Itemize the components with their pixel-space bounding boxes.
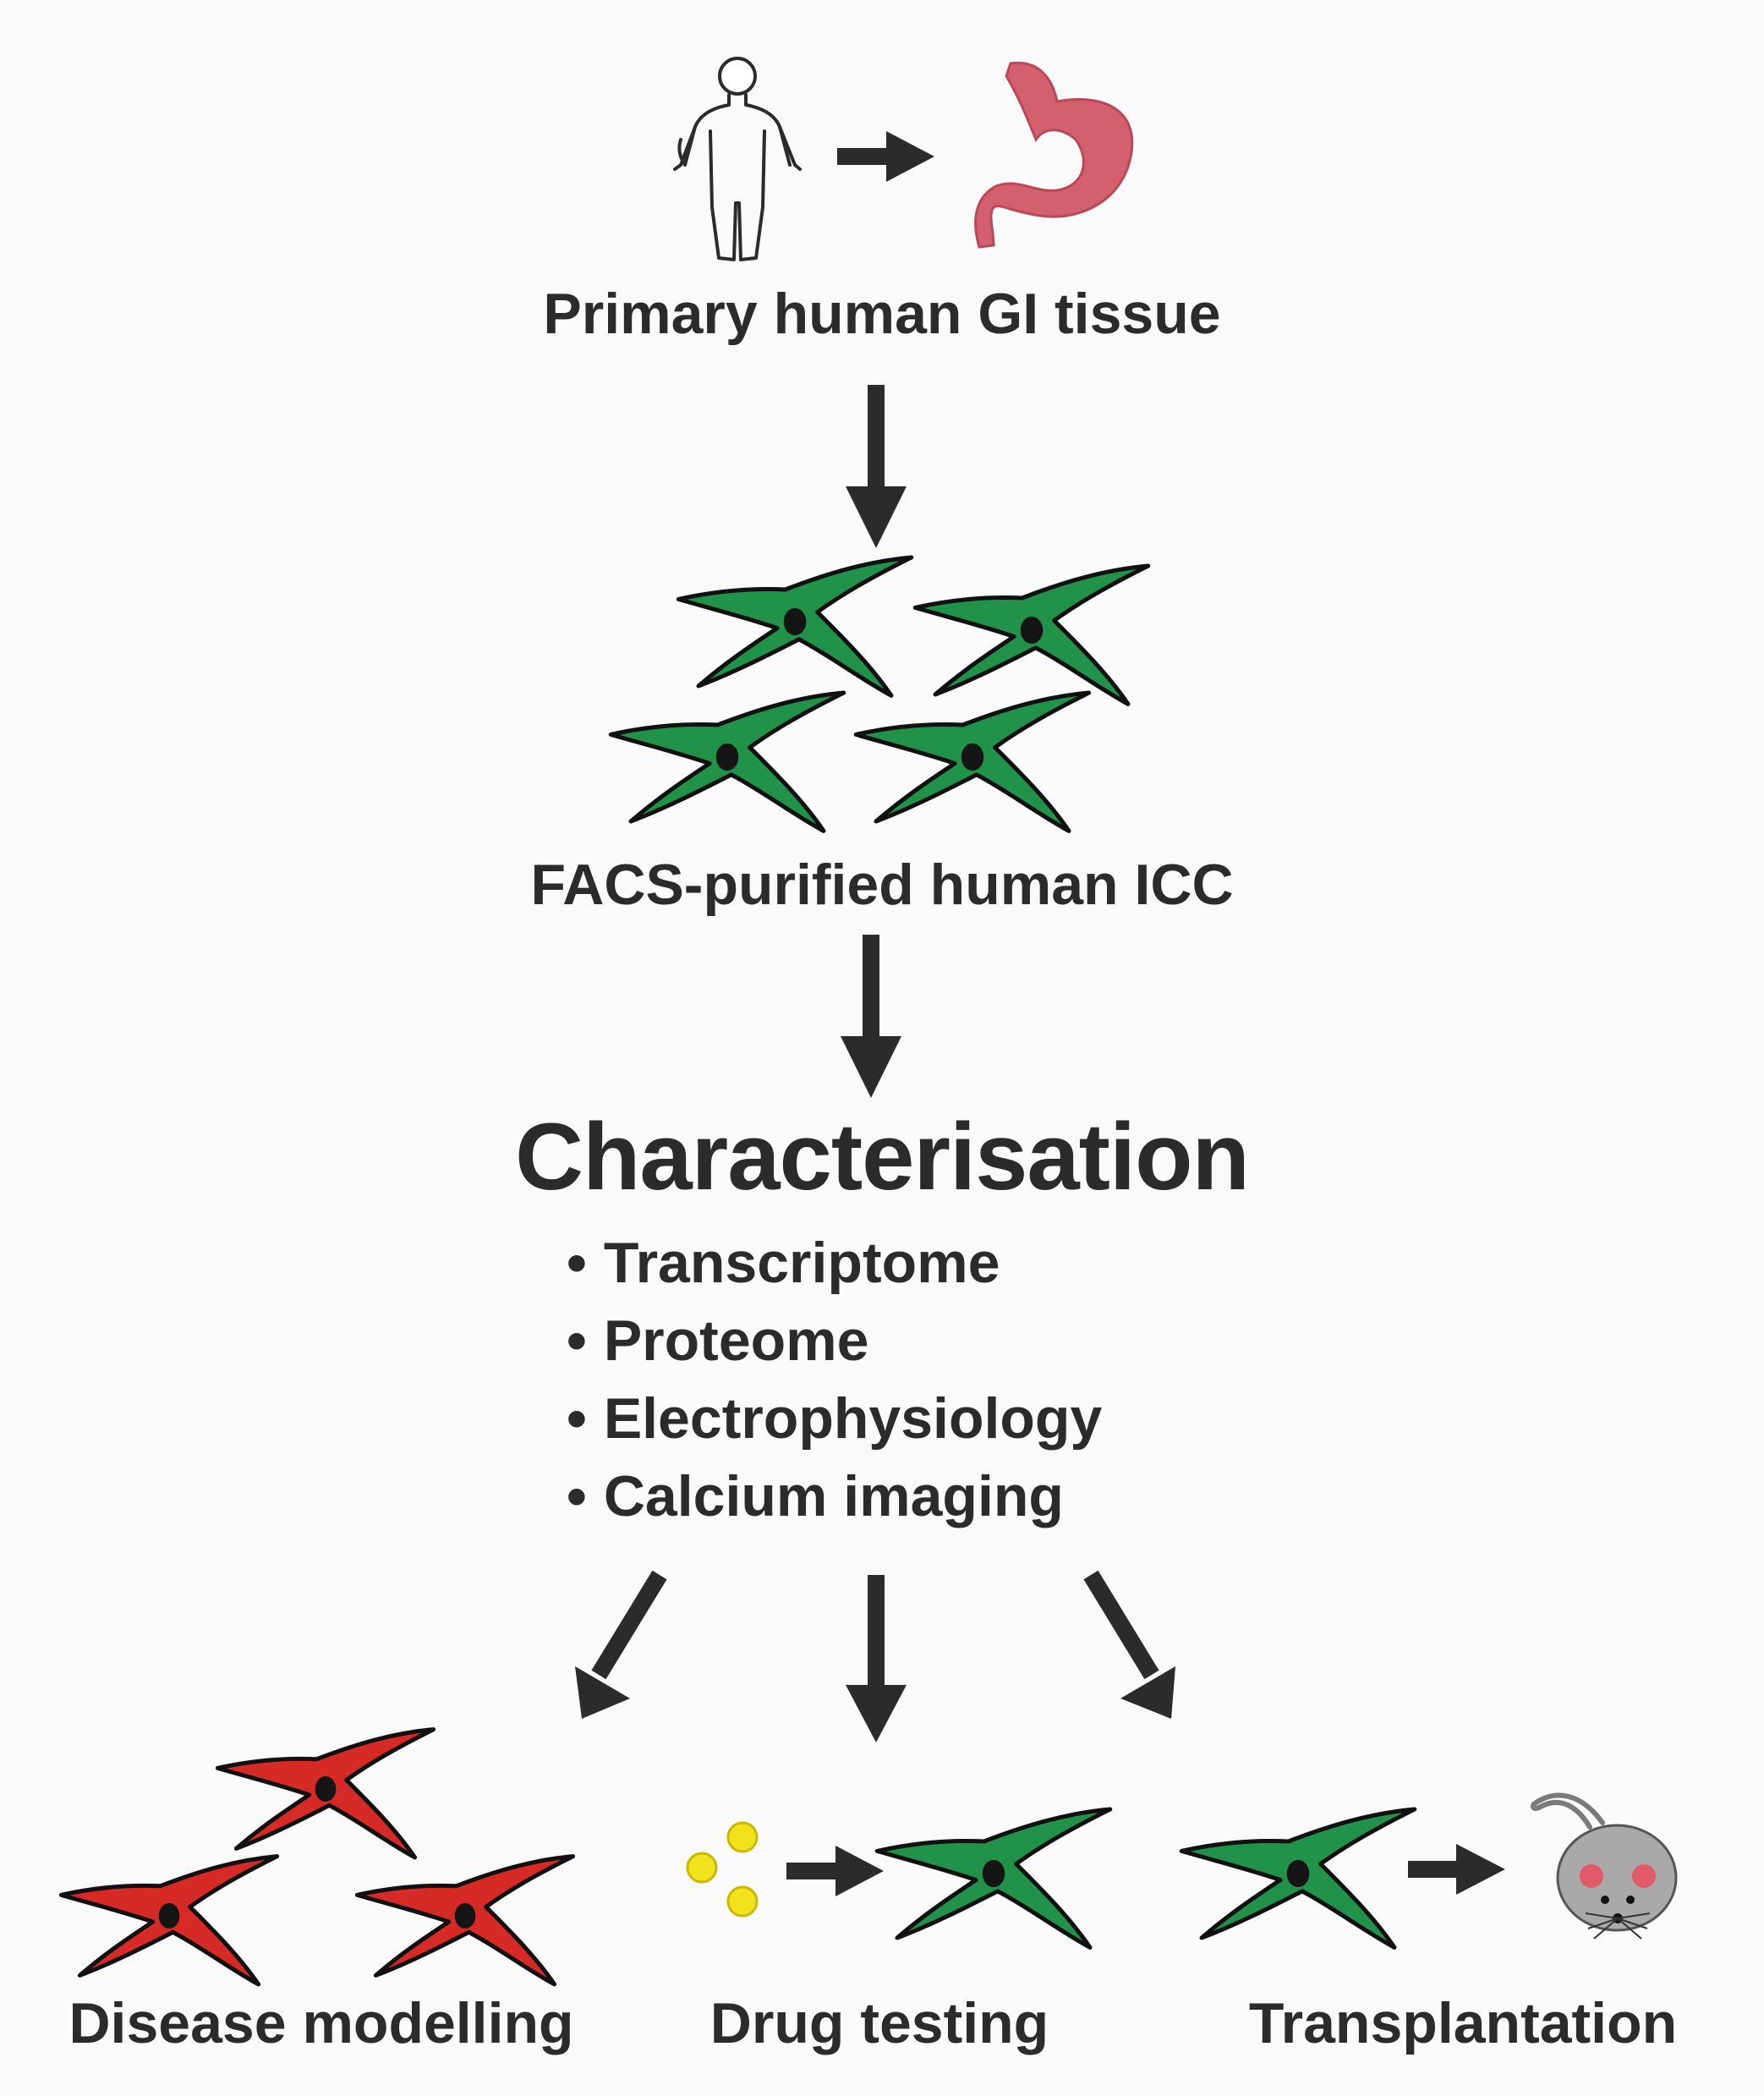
icc-cell	[611, 693, 844, 831]
nucleus	[158, 1903, 180, 1929]
diseased-cell	[217, 1730, 433, 1857]
icc-cell	[1181, 1809, 1415, 1947]
primary-tissue-label: Primary human GI tissue	[543, 282, 1221, 346]
arrow-down-to-characterisation	[841, 935, 901, 1098]
arrow-drug-to-cell	[786, 1846, 884, 1896]
diseased-cell	[61, 1857, 277, 1984]
arrow-cell-to-mouse	[1408, 1844, 1505, 1895]
nucleus	[982, 1859, 1005, 1888]
arrow-person-to-stomach	[837, 131, 934, 182]
drug-tested-cell-group	[877, 1809, 1110, 1947]
list-item: Calcium imaging	[567, 1467, 1102, 1545]
list-item: Transcriptome	[567, 1233, 1102, 1311]
transplantation-label: Transplantation	[1248, 1991, 1678, 2055]
nucleus	[454, 1903, 476, 1929]
nucleus	[315, 1776, 337, 1802]
characterisation-list: Transcriptome Proteome Electrophysiology…	[567, 1233, 1102, 1545]
nucleus	[1286, 1859, 1310, 1888]
nucleus	[1020, 616, 1044, 645]
drug-particles	[686, 1821, 759, 1918]
list-item: Electrophysiology	[567, 1389, 1102, 1467]
transplant-cell-group	[1181, 1809, 1415, 1947]
list-item: Proteome	[567, 1311, 1102, 1389]
arrow-down-to-facs	[846, 385, 907, 548]
drug-testing-label: Drug testing	[709, 1991, 1049, 2055]
nucleus	[715, 743, 739, 771]
icc-cell	[678, 557, 912, 695]
icc-cell	[915, 566, 1148, 704]
stomach-icon	[974, 61, 1134, 249]
nucleus	[783, 607, 807, 636]
diseased-cells-group	[61, 1730, 572, 1984]
arrow-to-drug	[846, 1575, 907, 1742]
mouse-icon	[1530, 1792, 1678, 1940]
facs-cells-group	[611, 557, 1148, 831]
icc-cell	[856, 693, 1089, 831]
arrow-to-disease	[575, 1570, 667, 1719]
person-icon	[673, 57, 802, 261]
icc-cell	[877, 1809, 1110, 1947]
characterisation-heading: Characterisation	[515, 1104, 1250, 1210]
arrow-to-transplant	[1083, 1570, 1175, 1719]
facs-cells-label: FACS-purified human ICC	[530, 853, 1234, 917]
diseased-cell	[357, 1857, 572, 1984]
nucleus	[961, 743, 984, 771]
disease-modelling-label: Disease modelling	[68, 1991, 574, 2055]
